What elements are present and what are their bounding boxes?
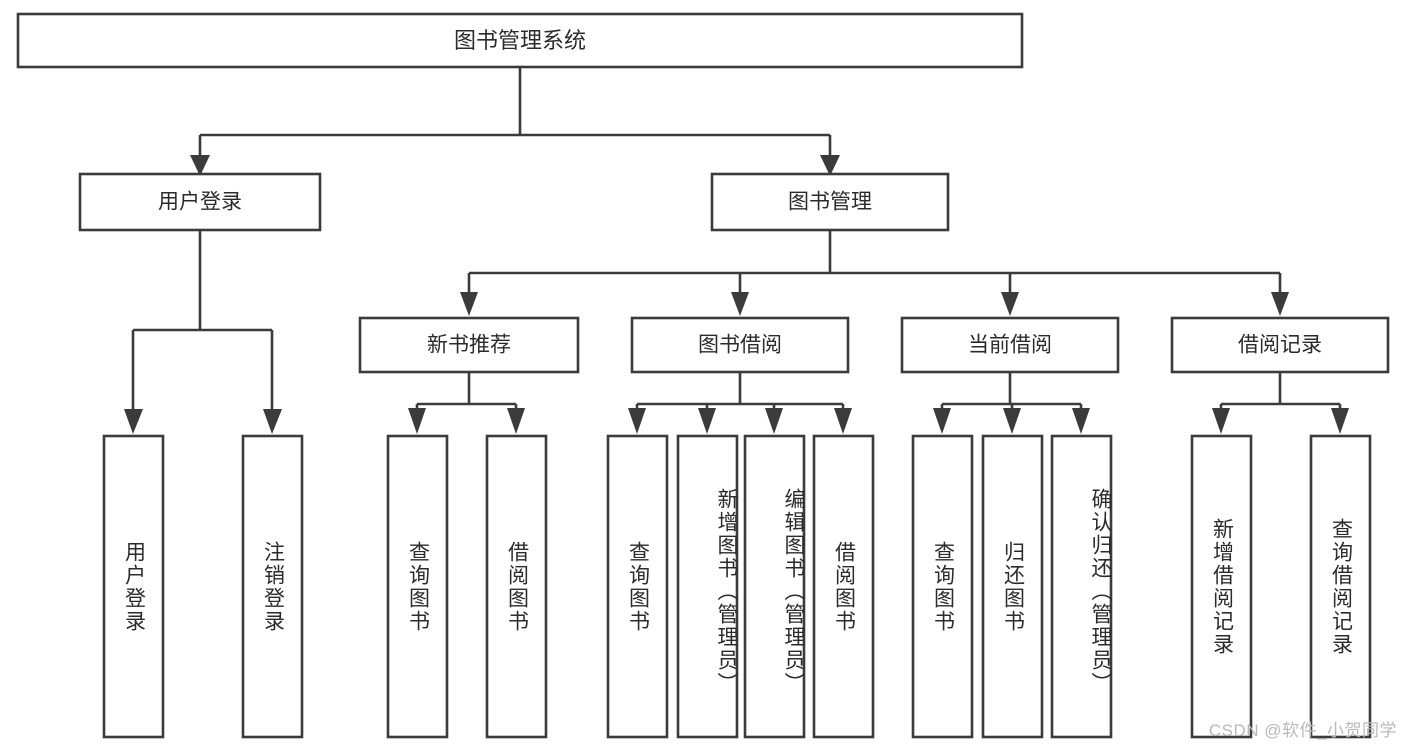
node-root-label: 图书管理系统 <box>454 28 586 53</box>
arrow-to-leaf-query-book-3 <box>933 408 951 434</box>
arrow-to-leaf-edit-book <box>765 408 783 434</box>
leaf-box-add-record[interactable] <box>1190 434 1253 739</box>
connector-group-new-book-recommend <box>408 372 525 434</box>
leaf-box-borrow-book-2[interactable] <box>812 434 875 739</box>
arrow-to-leaf-query-record <box>1331 408 1349 434</box>
arrow-root-to-user-login <box>190 155 210 176</box>
leaf-box-logout[interactable] <box>241 434 304 739</box>
leaf-box-query-record[interactable] <box>1309 434 1372 739</box>
arrow-to-new-book-recommend <box>460 292 478 316</box>
leaf-box-return-book[interactable] <box>981 434 1044 739</box>
connector-group-current-borrow <box>933 372 1090 434</box>
arrow-to-leaf-query-book-2 <box>628 408 646 434</box>
arrow-to-leaf-return-book <box>1003 408 1021 434</box>
node-current-borrow-box[interactable] <box>900 316 1120 374</box>
node-book-borrow-box[interactable] <box>630 316 850 374</box>
arrow-to-leaf-borrow-book-2 <box>834 408 852 434</box>
node-user-login[interactable]: 用户登录 <box>78 172 322 232</box>
watermark: CSDN @软件_小贺同学 <box>1208 721 1397 740</box>
node-book-manage-label: 图书管理 <box>788 191 872 214</box>
leaf-box-query-book-1[interactable] <box>386 434 449 739</box>
arrow-to-book-borrow <box>731 292 749 316</box>
node-borrow-record-label: 借阅记录 <box>1238 334 1322 357</box>
arrow-to-leaf-borrow-book-1 <box>507 408 525 434</box>
leaf-box-edit-book[interactable] <box>743 434 806 739</box>
leaf-box-borrow-book-1[interactable] <box>485 434 548 739</box>
node-user-login-label: 用户登录 <box>158 191 242 214</box>
connector-group-user-login <box>124 230 282 434</box>
arrow-to-leaf-user-login <box>124 409 143 434</box>
leaf-box-user-login[interactable] <box>102 434 165 739</box>
arrow-to-leaf-query-book-1 <box>408 408 426 434</box>
node-new-book-recommend-box[interactable] <box>358 316 580 374</box>
leaf-box-query-book-2[interactable] <box>606 434 669 739</box>
connector-group-borrow-record <box>1212 372 1349 434</box>
node-borrow-record-box[interactable] <box>1170 316 1390 374</box>
node-root[interactable]: 图书管理系统 <box>16 12 1024 69</box>
connector-group-root <box>190 67 840 176</box>
node-new-book-recommend-label: 新书推荐 <box>427 334 511 357</box>
node-user-login-box[interactable] <box>78 172 322 232</box>
node-book-manage-box[interactable] <box>710 172 950 232</box>
leaf-box-query-book-3[interactable] <box>911 434 974 739</box>
arrow-to-borrow-record <box>1271 292 1289 316</box>
leaf-box-group <box>102 434 1372 739</box>
node-root-box[interactable] <box>16 12 1024 69</box>
arrow-to-leaf-add-book <box>698 408 716 434</box>
leaf-box-confirm-return[interactable] <box>1050 434 1113 739</box>
arrow-to-leaf-add-record <box>1212 408 1230 434</box>
arrow-to-leaf-confirm-return <box>1072 408 1090 434</box>
connector-group-book-borrow <box>628 372 852 434</box>
leaf-box-add-book[interactable] <box>676 434 739 739</box>
node-book-borrow-label: 图书借阅 <box>698 334 782 357</box>
node-current-borrow[interactable]: 当前借阅 <box>900 316 1120 374</box>
node-current-borrow-label: 当前借阅 <box>968 334 1052 357</box>
arrow-to-current-borrow <box>1001 292 1019 316</box>
node-book-manage[interactable]: 图书管理 <box>710 172 950 232</box>
connector-group-book-manage <box>460 230 1289 316</box>
node-new-book-recommend[interactable]: 新书推荐 <box>358 316 580 374</box>
arrow-to-leaf-logout <box>263 409 282 434</box>
arrow-root-to-book-manage <box>820 155 840 176</box>
node-book-borrow[interactable]: 图书借阅 <box>630 316 850 374</box>
node-borrow-record[interactable]: 借阅记录 <box>1170 316 1390 374</box>
